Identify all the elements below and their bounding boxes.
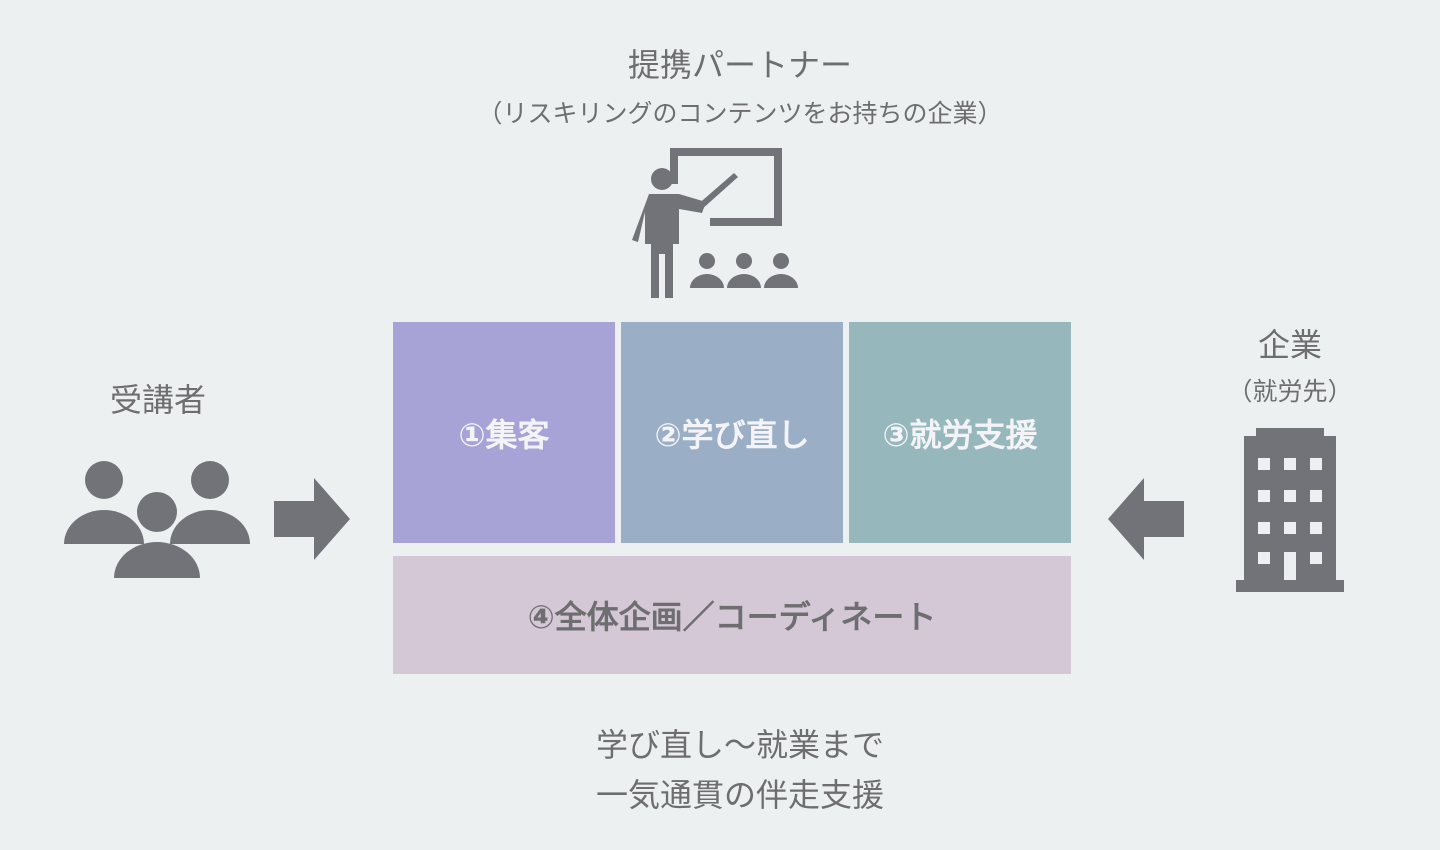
arrow-left-icon <box>1108 478 1184 560</box>
company-label: 企業 <box>1257 326 1322 364</box>
service-coordination-box: ④全体企画／コーディネート <box>393 556 1071 674</box>
partner-subtitle: （リスキリングのコンテンツをお持ちの企業） <box>477 99 1003 128</box>
partner-title: 提携パートナー <box>627 46 852 84</box>
footer-line-1: 学び直し～就業まで <box>595 726 884 764</box>
service-relearning-box: ②学び直し <box>621 322 843 543</box>
people-group-icon <box>64 461 250 578</box>
service-acquisition-box: ①集客 <box>393 322 615 543</box>
service-relearning-label: ②学び直し <box>654 415 810 454</box>
service-acquisition-label: ①集客 <box>458 415 550 454</box>
arrow-right-icon <box>274 478 350 560</box>
company-subtitle: （就労先） <box>1227 377 1353 406</box>
service-employment-support-label: ③就労支援 <box>882 415 1038 454</box>
learner-label: 受講者 <box>109 381 206 419</box>
footer-line-2: 一気通貫の伴走支援 <box>595 776 884 814</box>
office-building-icon <box>1236 428 1344 592</box>
service-coordination-label: ④全体企画／コーディネート <box>527 598 937 636</box>
teacher-presentation-icon <box>632 148 798 298</box>
service-employment-support-box: ③就労支援 <box>849 322 1071 543</box>
